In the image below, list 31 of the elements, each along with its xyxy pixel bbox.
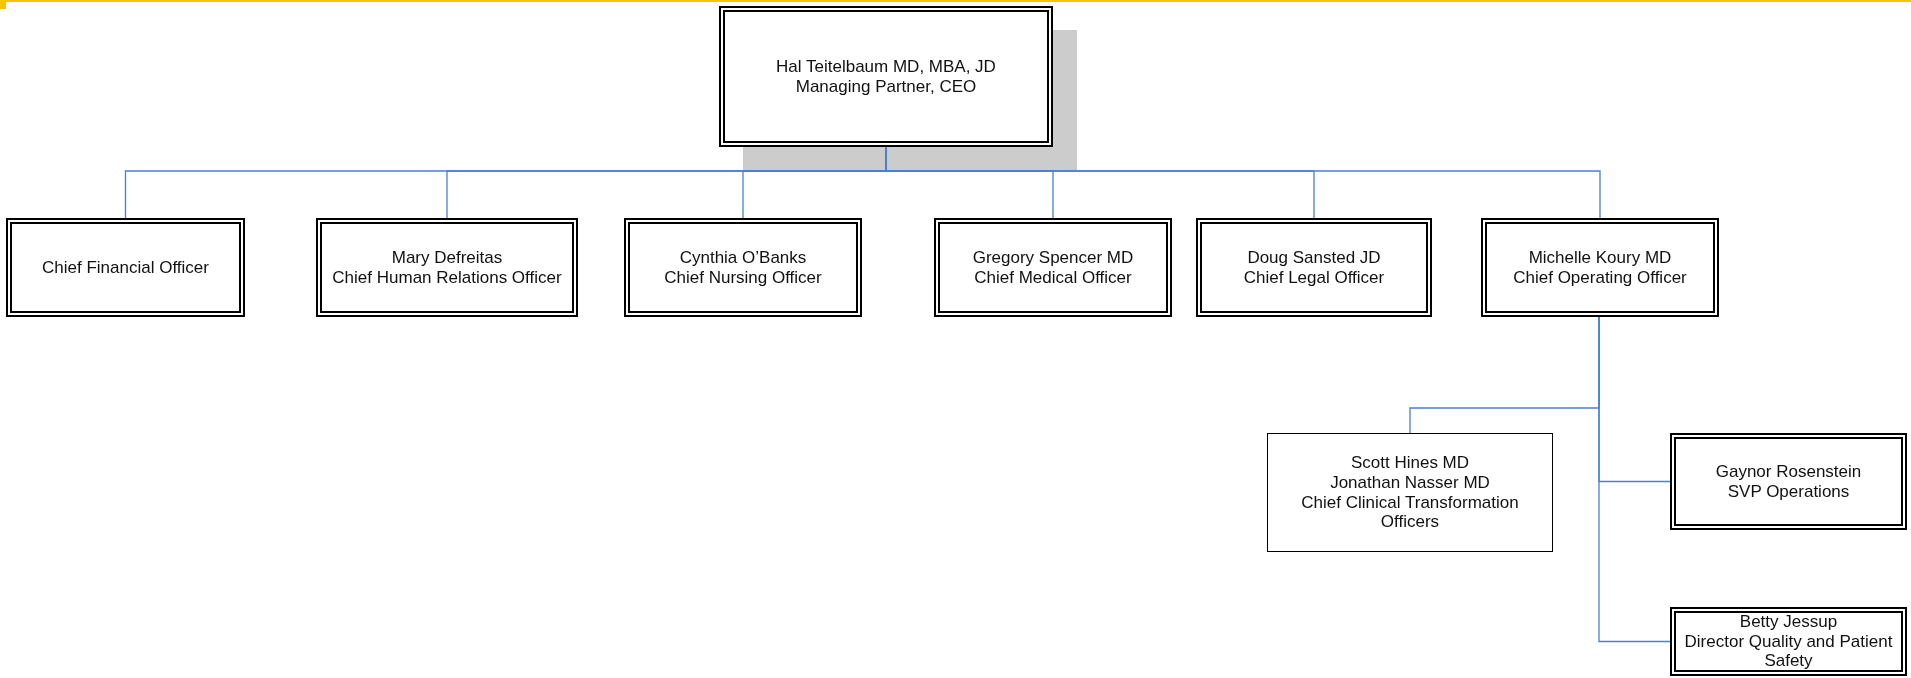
position-box — [1267, 433, 1553, 552]
position-box — [1670, 433, 1907, 530]
job-title: Chief Nursing Officer — [664, 267, 822, 288]
position-box — [6, 218, 245, 317]
job-title: Chief Clinical Transformation Officers — [1300, 492, 1520, 532]
person-name: Jonathan Nasser MD — [1330, 472, 1490, 493]
position-box — [624, 218, 862, 317]
job-title: SVP Operations — [1727, 481, 1850, 502]
position-box — [1670, 607, 1907, 676]
job-title: Chief Financial Officer — [42, 257, 209, 278]
job-title: Chief Human Relations Officer — [332, 267, 562, 288]
job-title: Director Quality and Patient Safety — [1683, 631, 1894, 671]
position-box — [1481, 218, 1719, 317]
job-title: Chief Legal Officer — [1243, 267, 1385, 288]
person-name: Doug Sansted JD — [1247, 247, 1381, 268]
person-name: Scott Hines MD — [1350, 453, 1470, 473]
position-box — [316, 218, 578, 317]
connector-line — [1598, 316, 1671, 643]
person-name: Cynthia O’Banks — [679, 247, 807, 268]
person-name: Mary Defreitas — [391, 247, 503, 268]
person-name: Gaynor Rosenstein — [1715, 461, 1862, 482]
position-box — [934, 218, 1172, 317]
position-box — [719, 6, 1053, 147]
job-title: Chief Medical Officer — [974, 267, 1132, 288]
job-title: Chief Operating Officer — [1513, 267, 1687, 288]
job-title: Managing Partner, CEO — [795, 76, 977, 97]
person-name: Hal Teitelbaum MD, MBA, JD — [776, 56, 996, 77]
position-box — [1196, 218, 1432, 317]
person-name: Michelle Koury MD — [1528, 247, 1672, 268]
person-name: Gregory Spencer MD — [972, 247, 1134, 268]
person-name: Betty Jessup — [1739, 612, 1838, 632]
